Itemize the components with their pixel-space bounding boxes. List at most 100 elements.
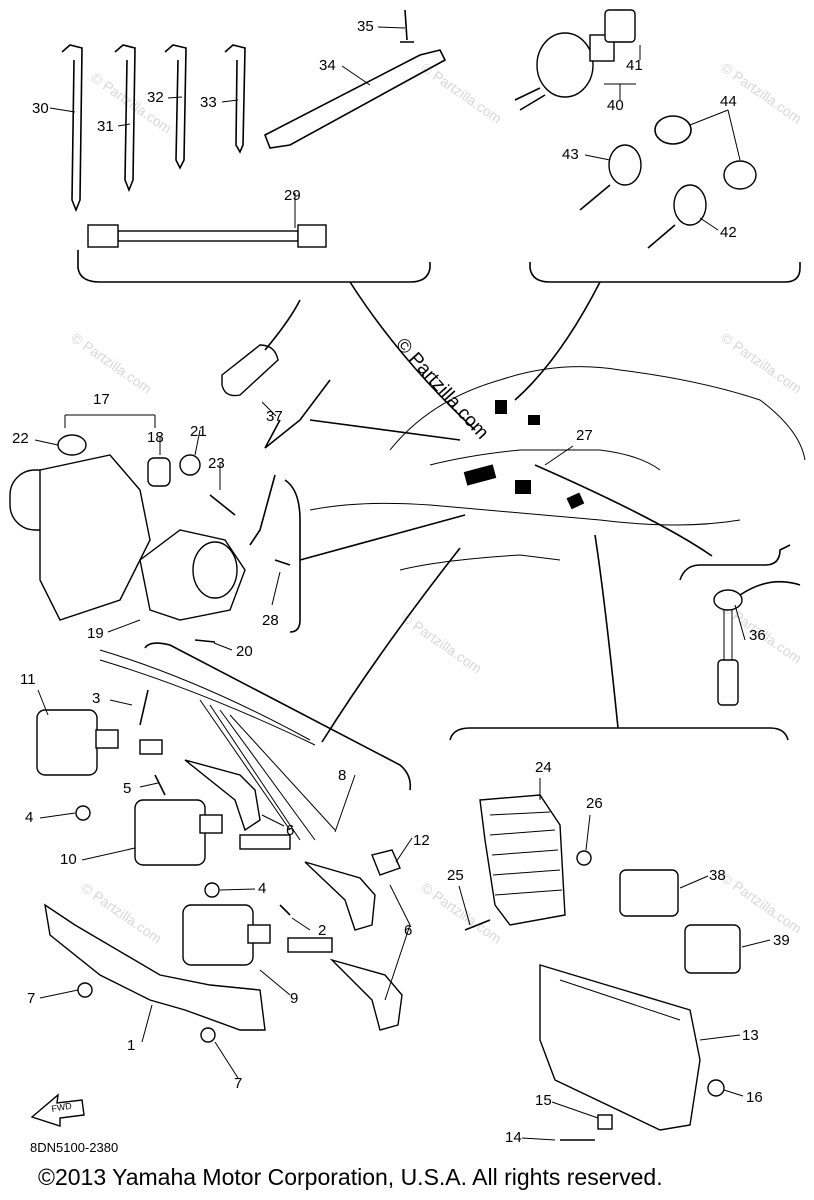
key-41 bbox=[604, 9, 636, 43]
grommet-18 bbox=[147, 457, 171, 487]
coil-10 bbox=[134, 799, 206, 866]
watermark: © Partzilla.com bbox=[68, 329, 154, 396]
knob-43 bbox=[608, 144, 642, 186]
condenser-37 bbox=[221, 344, 279, 397]
knob-44b bbox=[723, 160, 757, 190]
tie-5 bbox=[154, 774, 166, 796]
callout: 12 bbox=[413, 832, 430, 849]
callout: 28 bbox=[262, 612, 279, 629]
bar-29-end bbox=[87, 224, 119, 248]
callout: 2 bbox=[318, 922, 326, 939]
wire-harness-8 bbox=[199, 699, 336, 841]
leader-line bbox=[594, 534, 619, 729]
cdi-group bbox=[449, 534, 789, 1141]
diagram-code: 8DN5100-2380 bbox=[30, 1140, 119, 1155]
actuator-group bbox=[9, 414, 466, 643]
callout: 24 bbox=[535, 759, 552, 776]
band-33 bbox=[224, 44, 246, 154]
switch-group bbox=[514, 9, 801, 283]
callout: 14 bbox=[505, 1129, 522, 1146]
sensor-wire bbox=[739, 580, 801, 596]
watermark: © Partzilla.com bbox=[398, 609, 484, 676]
callout: 34 bbox=[319, 57, 336, 74]
callout: 29 bbox=[284, 187, 301, 204]
callout: 1 bbox=[127, 1037, 135, 1054]
callout: 6 bbox=[286, 822, 294, 839]
knob-43-wire bbox=[579, 184, 611, 211]
copyright-notice: ©2013 Yamaha Motor Corporation, U.S.A. A… bbox=[38, 1164, 663, 1190]
leader-line bbox=[309, 419, 461, 441]
clip-12 bbox=[371, 849, 401, 876]
leader-line bbox=[514, 281, 601, 401]
coil-9-boot bbox=[247, 924, 271, 944]
callout: 17 bbox=[93, 391, 110, 408]
callout-leaders bbox=[34, 26, 771, 1141]
bolt-3 bbox=[139, 689, 149, 726]
relay-38 bbox=[619, 869, 679, 917]
callout: 42 bbox=[720, 224, 737, 241]
bar-29-end bbox=[297, 224, 327, 248]
nut-4 bbox=[75, 805, 91, 821]
bolt-23 bbox=[209, 494, 236, 516]
coil-11 bbox=[36, 709, 98, 776]
sensor-leads bbox=[723, 610, 733, 660]
lead bbox=[239, 834, 291, 850]
callout: 22 bbox=[12, 430, 29, 447]
group-bracket-top-right bbox=[529, 262, 801, 283]
nut-16 bbox=[707, 1079, 725, 1097]
plug-cap-6b bbox=[304, 861, 376, 931]
motor-cap bbox=[192, 541, 238, 599]
callout: 21 bbox=[190, 423, 207, 440]
group-bracket-top-left bbox=[77, 250, 431, 283]
cap-22 bbox=[57, 434, 87, 456]
strap-group bbox=[61, 9, 447, 283]
bracket-28 bbox=[284, 479, 301, 633]
wire bbox=[99, 649, 316, 746]
callout: 35 bbox=[357, 18, 374, 35]
knob-42 bbox=[673, 184, 707, 226]
leader-line bbox=[299, 514, 466, 561]
bolt-25 bbox=[464, 919, 491, 931]
callouts: 1 2 3 4 4 5 6 6 7 7 8 9 10 11 12 13 14 1… bbox=[12, 18, 790, 1146]
callout: 10 bbox=[60, 851, 77, 868]
bracket-17 bbox=[64, 414, 156, 428]
condenser-wire bbox=[264, 299, 301, 351]
lead bbox=[287, 937, 333, 953]
callout: 40 bbox=[607, 97, 624, 114]
snowmobile-silhouette bbox=[309, 366, 806, 571]
callout: 30 bbox=[32, 100, 49, 117]
watermark: © Partzilla.com bbox=[418, 879, 504, 946]
rectifier-fins bbox=[489, 811, 563, 896]
callout: 41 bbox=[626, 57, 643, 74]
callout: 26 bbox=[586, 795, 603, 812]
callout: 16 bbox=[746, 1089, 763, 1106]
bracket-8 bbox=[144, 642, 412, 791]
coil-9 bbox=[182, 904, 254, 966]
callout: 7 bbox=[234, 1075, 242, 1092]
knob-44a bbox=[654, 115, 692, 145]
callout: 23 bbox=[208, 455, 225, 472]
callout: 5 bbox=[123, 780, 131, 797]
callout: 4 bbox=[258, 880, 266, 897]
leader-line bbox=[534, 464, 713, 557]
callout: 20 bbox=[236, 643, 253, 660]
washer-15 bbox=[597, 1114, 613, 1130]
leader-line bbox=[321, 547, 461, 743]
wire-28 bbox=[249, 474, 276, 546]
cdi-unit-13 bbox=[539, 964, 701, 1131]
callout: 44 bbox=[720, 93, 737, 110]
rectifier-24 bbox=[479, 794, 566, 926]
group-bracket-36 bbox=[679, 544, 791, 581]
leader-line bbox=[349, 281, 476, 431]
fwd-arrow: FWD bbox=[30, 1093, 85, 1127]
bolt-2 bbox=[279, 904, 291, 916]
callout: 32 bbox=[147, 89, 164, 106]
sensor-group bbox=[534, 464, 801, 706]
callout: 37 bbox=[266, 408, 283, 425]
bar-29 bbox=[117, 230, 299, 242]
fwd-label: FWD bbox=[51, 1100, 73, 1113]
band-30 bbox=[61, 44, 83, 213]
screw-20 bbox=[194, 639, 216, 643]
